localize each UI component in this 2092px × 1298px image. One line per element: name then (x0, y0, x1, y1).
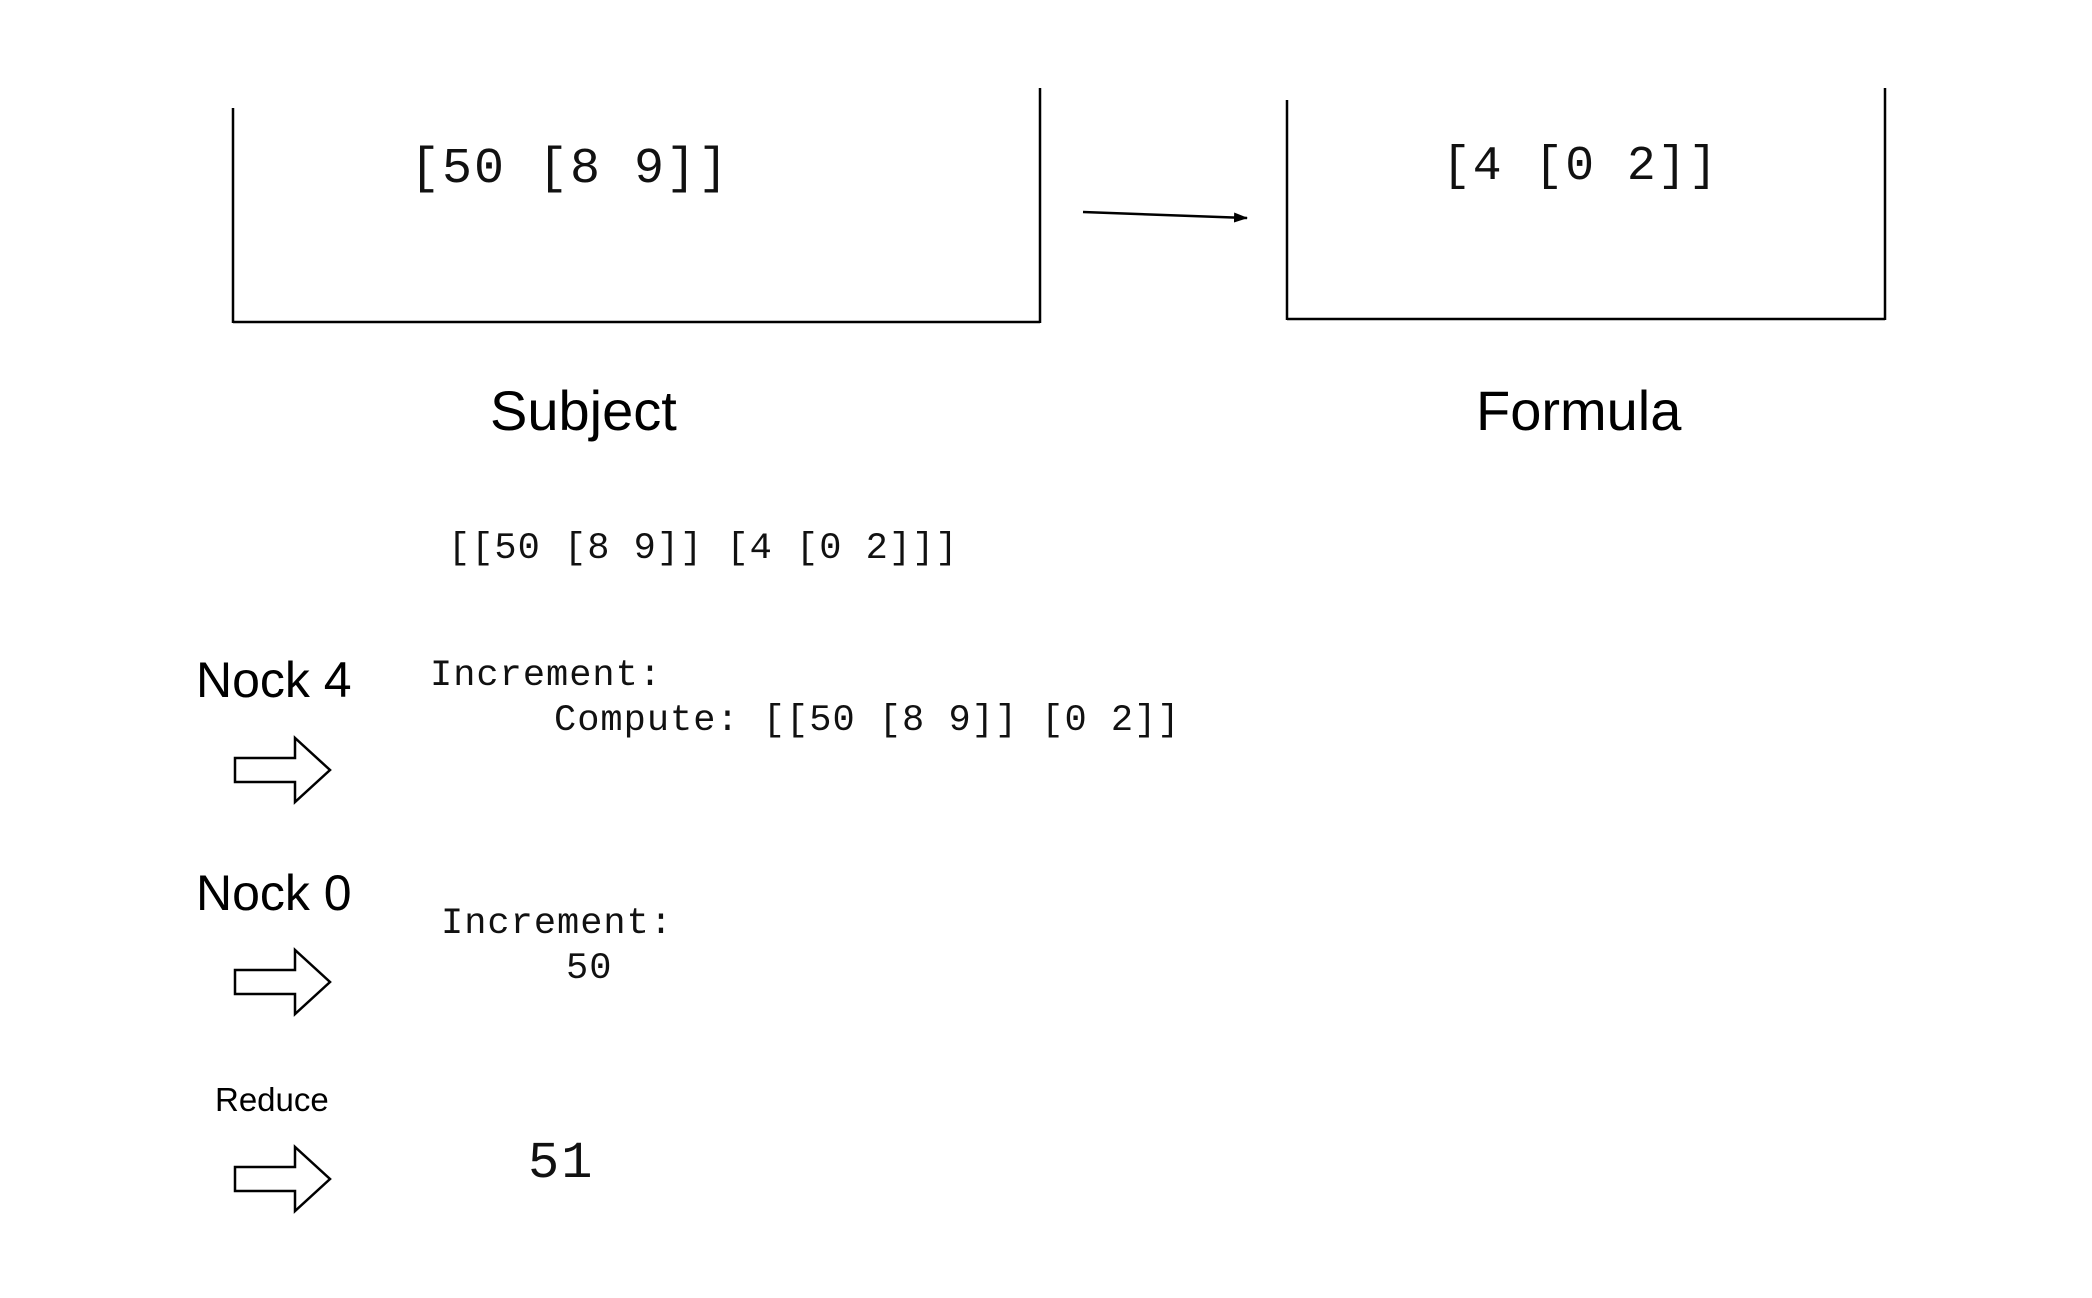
block-arrow-icon (233, 947, 332, 1017)
right-arrow-icon (1082, 210, 1248, 223)
result-value: 51 (528, 1134, 595, 1193)
step-text-increment: Increment: (441, 903, 674, 945)
formula-label: Formula (1476, 379, 1682, 442)
block-arrow-icon (233, 735, 332, 805)
block-arrow-icon (233, 1144, 332, 1214)
step-label-nock-0: Nock 0 (196, 865, 352, 921)
combined-expression: [[50 [8 9]] [4 [0 2]]] (448, 528, 959, 570)
step-text-value: 50 (566, 948, 613, 990)
subject-value: [50 [8 9]] (410, 141, 731, 198)
step-label-reduce: Reduce (215, 1081, 329, 1118)
formula-value: [4 [0 2]] (1442, 140, 1720, 194)
step-text-compute: Compute: [[50 [8 9]] [0 2]] (554, 700, 1181, 742)
step-text-increment: Increment: (430, 655, 663, 697)
subject-label: Subject (490, 379, 677, 442)
step-label-nock-4: Nock 4 (196, 652, 352, 708)
subject-box (231, 88, 1042, 324)
formula-box (1285, 88, 1887, 321)
